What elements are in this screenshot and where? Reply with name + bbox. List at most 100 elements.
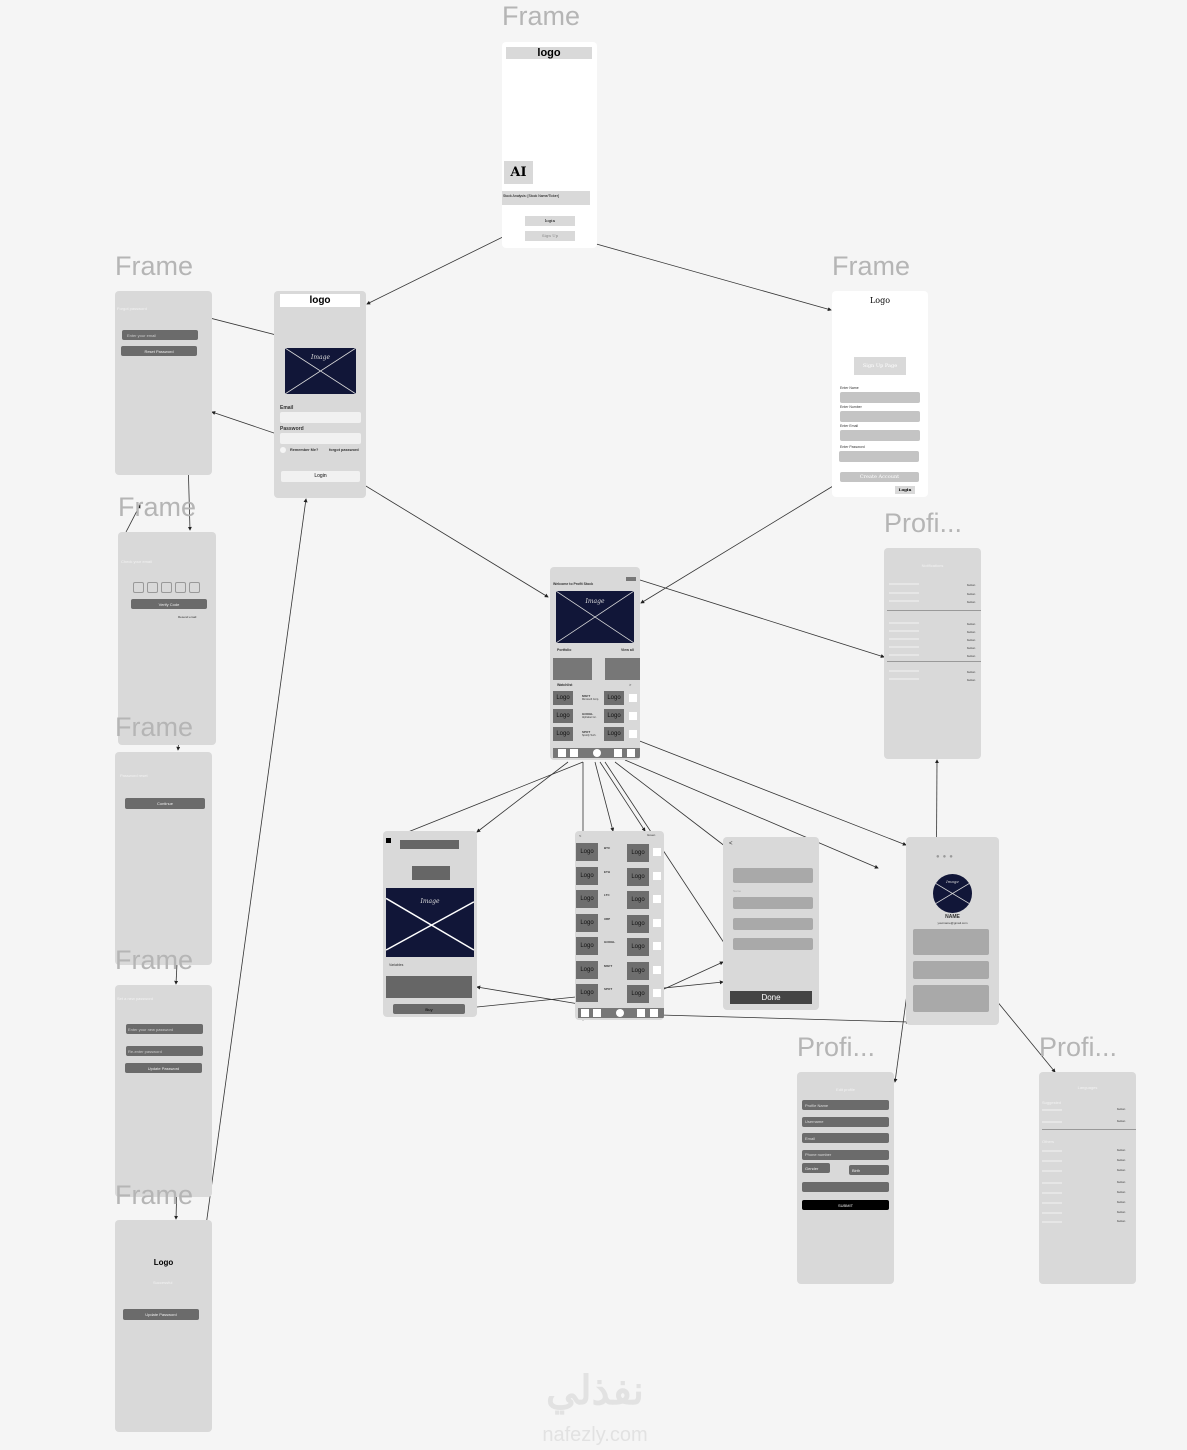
nav-home-icon[interactable] <box>558 749 566 757</box>
subtitle: Successful <box>153 1280 173 1285</box>
toggle-button[interactable]: button <box>967 622 976 626</box>
number-input[interactable] <box>840 411 920 422</box>
toggle-button[interactable]: button <box>967 654 976 658</box>
form-field[interactable] <box>733 868 813 883</box>
settings-group[interactable] <box>913 929 989 955</box>
settings-group[interactable] <box>913 985 989 1012</box>
update-password-button[interactable]: Update Password <box>123 1309 199 1320</box>
profile-field[interactable]: Phone number <box>802 1149 889 1160</box>
extra-field[interactable] <box>802 1182 889 1192</box>
toggle-button[interactable]: button <box>967 592 976 596</box>
watch-checkbox[interactable] <box>653 918 661 927</box>
forgot-password-link[interactable]: forgot password <box>329 448 359 452</box>
language-button[interactable]: button <box>1117 1190 1126 1194</box>
language-button[interactable]: button <box>1117 1168 1126 1172</box>
portfolio-card[interactable] <box>553 658 592 680</box>
form-field[interactable] <box>733 918 813 930</box>
filter-label[interactable]: Green <box>647 833 656 837</box>
toggle-button[interactable]: button <box>967 630 976 634</box>
verify-code-button[interactable]: Verify Code <box>131 599 207 609</box>
email-input[interactable]: Enter your email <box>122 330 198 340</box>
submit-button[interactable]: SUBMIT <box>802 1200 889 1210</box>
watch-checkbox[interactable] <box>653 989 661 997</box>
watch-checkbox[interactable] <box>653 848 661 856</box>
toggle-button[interactable]: button <box>967 646 976 650</box>
watch-checkbox[interactable] <box>653 871 661 880</box>
divider <box>1042 1129 1136 1130</box>
watch-checkbox[interactable] <box>653 895 661 903</box>
language-button[interactable]: button <box>1117 1180 1126 1184</box>
back-icon[interactable] <box>386 838 391 843</box>
language-button[interactable]: button <box>1117 1158 1126 1162</box>
create-account-button[interactable]: Create Account <box>840 472 919 482</box>
coin-logo: Logo <box>576 937 598 955</box>
language-button[interactable]: button <box>1117 1119 1126 1123</box>
login-button[interactable]: login <box>525 216 575 226</box>
password-input[interactable] <box>839 451 919 462</box>
menu-button[interactable] <box>626 577 636 581</box>
toggle-button[interactable]: button <box>967 600 976 604</box>
portfolio-card[interactable] <box>605 658 640 680</box>
new-password-input[interactable]: Enter your new password <box>126 1024 203 1034</box>
buy-button[interactable]: Buy <box>393 1004 465 1014</box>
field-label: Name <box>733 889 742 893</box>
form-field[interactable] <box>733 897 813 909</box>
dob-input[interactable]: Birth <box>849 1165 889 1175</box>
password-input[interactable] <box>280 433 361 444</box>
code-inputs[interactable] <box>133 582 200 593</box>
product-frame: Image Variables Buy <box>383 831 477 1017</box>
toggle-button[interactable]: button <box>967 638 976 642</box>
nav-market-icon[interactable] <box>570 749 578 757</box>
setting-label <box>889 630 919 632</box>
toggle-button[interactable]: button <box>967 583 976 587</box>
profile-email: yourname@gmail.com <box>937 921 968 925</box>
more-icon[interactable]: ●●● <box>936 854 956 860</box>
back-icon[interactable]: < <box>729 841 733 847</box>
language-button[interactable]: button <box>1117 1107 1126 1111</box>
profile-field[interactable]: Email <box>802 1133 889 1143</box>
reenter-password-input[interactable]: Re-enter password <box>126 1046 203 1056</box>
language-button[interactable]: button <box>1117 1148 1126 1152</box>
resend-link[interactable]: Resend email <box>178 615 197 619</box>
remember-checkbox[interactable] <box>280 447 286 453</box>
form-field[interactable] <box>733 938 813 950</box>
done-button[interactable]: Done <box>730 991 812 1004</box>
chevron-right-icon[interactable]: > <box>629 682 632 687</box>
nav-home-icon[interactable] <box>581 1009 589 1017</box>
login-link[interactable]: Login <box>895 486 915 494</box>
reset-password-button[interactable]: Reset Password <box>121 346 197 356</box>
profile-field[interactable]: Profile Name <box>802 1100 889 1110</box>
nav-center-icon[interactable] <box>593 749 601 757</box>
profile-field[interactable]: Username <box>802 1116 889 1127</box>
language-button[interactable]: button <box>1117 1200 1126 1204</box>
update-password-button[interactable]: Update Password <box>125 1063 202 1073</box>
nav-profile-icon[interactable] <box>627 749 635 757</box>
nav-wallet-icon[interactable] <box>637 1009 645 1017</box>
toggle-button[interactable]: button <box>967 678 976 682</box>
back-icon[interactable]: < <box>579 833 582 838</box>
watermark-url: nafezly.com <box>542 1424 648 1446</box>
view-all-link[interactable]: View all <box>621 648 634 652</box>
nav-market-icon[interactable] <box>593 1009 601 1017</box>
nav-center-icon[interactable] <box>616 1009 624 1017</box>
nav-profile-icon[interactable] <box>650 1009 658 1017</box>
language-button[interactable]: button <box>1117 1210 1126 1214</box>
language-button[interactable]: button <box>1117 1219 1126 1223</box>
signup-button[interactable]: Sign Up <box>525 231 575 241</box>
login-button[interactable]: Login <box>281 471 360 482</box>
email-input[interactable] <box>840 430 920 441</box>
email-input[interactable] <box>280 412 361 423</box>
watch-checkbox[interactable] <box>629 712 637 720</box>
nav-wallet-icon[interactable] <box>614 749 622 757</box>
name-input[interactable] <box>840 392 920 403</box>
gender-select[interactable]: Gender <box>802 1163 830 1173</box>
confirm-button[interactable]: Continue <box>125 798 205 809</box>
watch-checkbox[interactable] <box>629 730 637 738</box>
watch-checkbox[interactable] <box>629 694 637 702</box>
email-label: Enter Email <box>840 424 859 428</box>
watch-checkbox[interactable] <box>653 942 661 950</box>
toggle-button[interactable]: button <box>967 670 976 674</box>
watch-checkbox[interactable] <box>653 965 661 974</box>
settings-group[interactable] <box>913 961 989 979</box>
